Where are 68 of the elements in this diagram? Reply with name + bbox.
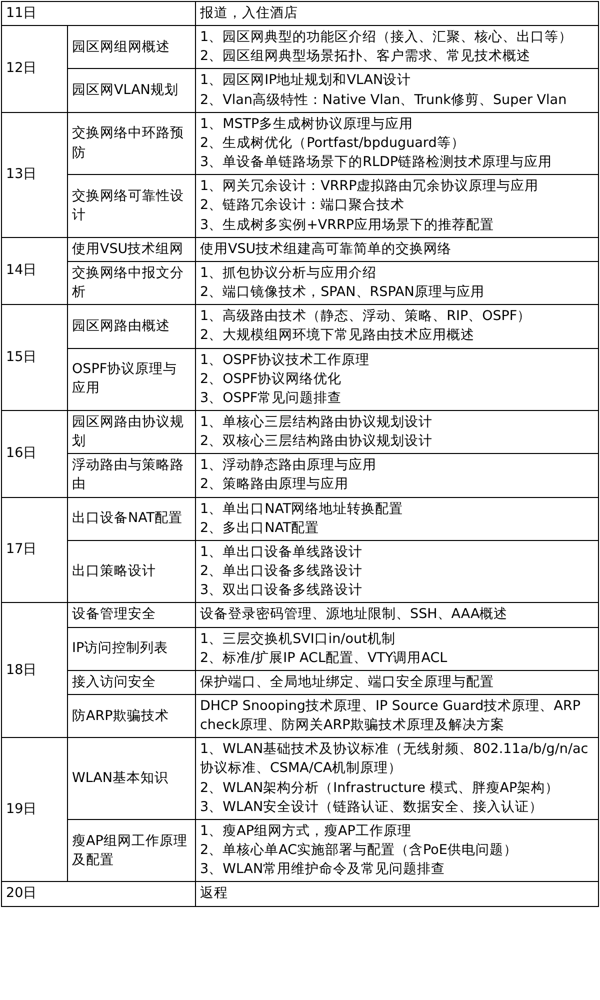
content-item: 1、园区网IP地址规划和VLAN设计 [200,71,412,90]
content-item: 2、单核心单AC实施部署与配置（含PoE供电问题） [200,841,518,860]
topic-label: 浮动路由与策略路由 [72,456,185,494]
topic-label: 园区网VLAN规划 [72,81,180,100]
day-label: 18日 [6,660,38,680]
content-item: 1、MSTP多生成树协议原理与应用 [200,114,414,134]
content-item: 2、双核心三层结构路由协议规划设计 [200,432,434,452]
content-item: 2、WLAN架构分析（Infrastructure 模式、胖瘦AP架构） [200,778,560,798]
day-label: 17日 [6,540,38,560]
topic-label: OSPF协议原理与应用 [72,360,178,398]
topic-label: 园区网组网概述 [72,38,171,57]
content-item: 1、三层交换机SVI口in/out机制 [200,630,396,649]
content-item: 2、策略路由原理与应用 [200,475,350,494]
content-item: 2、生成树优化（Portfast/bpduguard等） [200,134,466,153]
day-label: 16日 [6,444,38,464]
content-item: 设备登录密码管理、源地址限制、SSH、AAA概述 [200,605,509,624]
content-item: 2、标准/扩展IP ACL配置、VTY调用ACL [200,648,448,668]
content-item: 1、网关冗余设计：VRRP虚拟路由冗余协议原理与应用 [200,177,540,196]
content-item: 2、端口镜像技术，SPAN、RSPAN原理与应用 [200,283,486,302]
topic-label: 使用VSU技术组网 [72,240,185,259]
day-label: 13日 [6,165,38,184]
day-label: 12日 [6,59,38,78]
topic-label: WLAN基本知识 [72,769,170,788]
topic-label: IP访问控制列表 [72,639,170,658]
content-item: 1、高级路由技术（静态、浮动、策略、RIP、OSPF） [200,307,532,326]
content-item: 使用VSU技术组建高可靠简单的交换网络 [200,240,453,259]
content-item: 3、WLAN常用维护命令及常见问题排查 [200,860,446,880]
topic-label: 交换网络可靠性设计 [72,186,185,225]
day-label: 14日 [6,261,38,280]
topic-label: 瘦AP组网工作原理及配置 [72,832,188,870]
content-item: 1、单出口NAT网络地址转换配置 [200,500,404,519]
topic-label: 园区网路由概述 [72,316,171,336]
content-item: 2、园区组网典型场景拓扑、客户需求、常见技术概述 [200,47,532,66]
day-label: 19日 [6,800,38,820]
day-label: 11日 [6,4,38,23]
content-item: 1、OSPF协议技术工作原理 [200,350,371,370]
topic-label: 接入访问安全 [72,672,157,692]
content-item: 保护端口、全局地址绑定、端口安全原理与配置 [200,672,495,692]
topic-label: 交换网络中环路预防 [72,124,185,163]
content-item: 2、多出口NAT配置 [200,518,320,538]
content-item: 1、单出口设备单线路设计 [200,542,364,562]
day-label: 20日 [6,884,38,904]
content-item: 3、WLAN安全设计（链路认证、数据安全、接入认证） [200,798,544,817]
topic-label: 交换网络中报文分析 [72,264,185,302]
content-item: 2、OSPF协议网络优化 [200,370,343,389]
content-item: 3、双出口设备多线路设计 [200,581,364,600]
content-item: 1、浮动静态路由原理与应用 [200,456,378,476]
topic-label: 出口设备NAT配置 [72,509,184,528]
content-item: 返程 [200,884,229,904]
topic-label: 设备管理安全 [72,605,157,624]
content-item: 1、瘦AP组网方式，瘦AP工作原理 [200,822,412,841]
topic-label: 防ARP欺骗技术 [72,706,170,726]
content-item: 报道，入住酒店 [200,4,299,23]
content-item: 1、园区网典型的功能区介绍（接入、汇聚、核心、出口等） [200,28,574,48]
content-item: 1、WLAN基础技术及协议标准（无线射频、802.11a/b/g/n/ac协议标准、CSMA/CA机制原理） [200,740,590,778]
content-item: 2、链路冗余设计：端口聚合技术 [200,196,406,216]
content-item: 2、Vlan高级特性：Native Vlan、Trunk修剪、Super Vlan [200,90,568,110]
content-item: 3、OSPF常见问题排查 [200,388,343,408]
content-item: 3、生成树多实例+VRRP应用场景下的推荐配置 [200,216,496,235]
topic-label: 出口策略设计 [72,562,157,582]
day-label: 15日 [6,348,38,367]
content-item: 3、单设备单链路场景下的RLDP链路检测技术原理与应用 [200,153,554,172]
content-item: DHCP Snooping技术原理、IP Source Guard技术原理、ARP check原理、防网关ARP欺骗技术原理及解决方案 [200,697,582,736]
topic-label: 园区网路由协议规划 [72,412,185,452]
content-item: 2、大规模组网环境下常见路由技术应用概述 [200,326,476,346]
content-item: 1、抓包协议分析与应用介绍 [200,264,378,283]
content-item: 2、单出口设备多线路设计 [200,562,364,582]
content-item: 1、单核心三层结构路由协议规划设计 [200,412,434,432]
